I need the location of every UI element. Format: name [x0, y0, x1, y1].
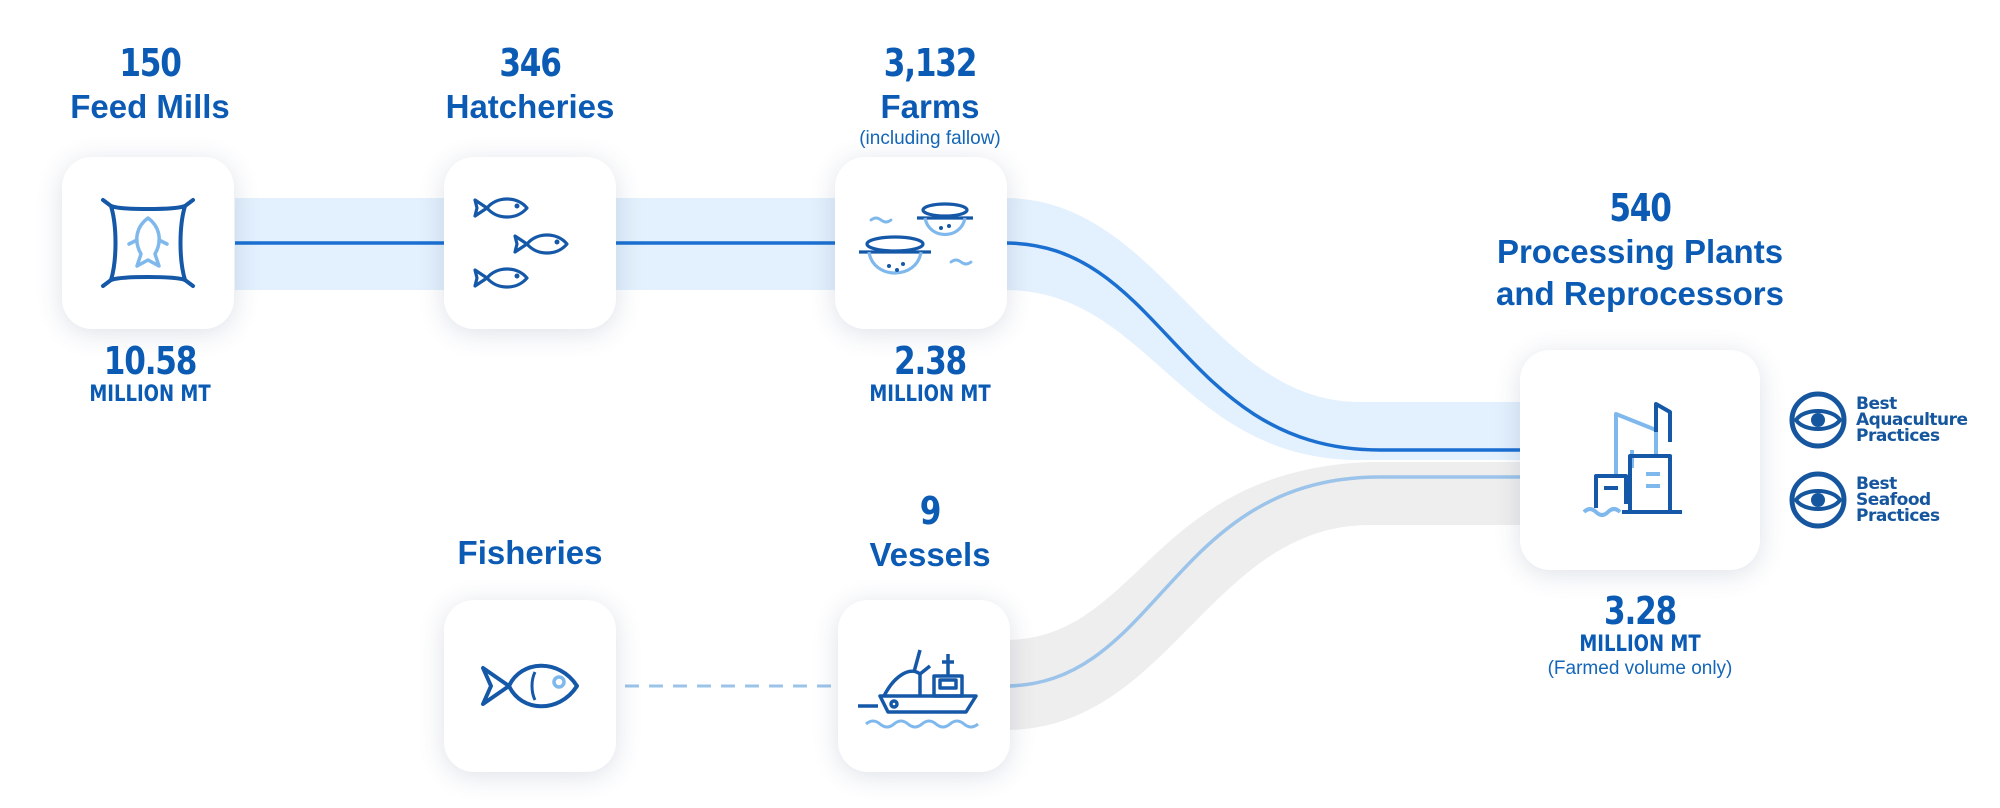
vessels-header: 9 Vessels	[820, 488, 1040, 576]
feed-mills-volume-value: 10.58	[103, 339, 198, 383]
vessels-card	[838, 600, 1010, 772]
farms-count: 3,132	[883, 41, 978, 85]
processing-header: 540 Processing Plants and Reprocessors	[1440, 185, 1840, 315]
bap-logo-text: Best Aquaculture Practices	[1856, 394, 1968, 446]
farms-note: (including fallow)	[859, 128, 1001, 149]
farms-header: 3,132 Farms (including fallow)	[820, 40, 1040, 150]
bsp-line3: Practices	[1856, 506, 1940, 526]
feed-mills-card	[62, 157, 234, 329]
bap-logo: Best Aquaculture Practices	[1788, 390, 1968, 450]
hatcheries-header: 346 Hatcheries	[420, 40, 640, 128]
bap-line2: Aquaculture	[1856, 410, 1968, 430]
hatcheries-count: 346	[499, 41, 562, 85]
feed-mills-volume-unit: MILLION MT	[89, 382, 211, 407]
fisheries-card	[444, 600, 616, 772]
wild-flow-line	[1004, 475, 1520, 688]
bap-line3: Practices	[1856, 426, 1940, 446]
bsp-logo-text: Best Seafood Practices	[1856, 474, 1940, 526]
bap-line1: Best	[1856, 394, 1897, 414]
farmed-flow-line	[235, 241, 1520, 452]
bsp-logo: Best Seafood Practices	[1788, 470, 1940, 530]
vessels-label: Vessels	[869, 536, 991, 573]
fisheries-label: Fisheries	[457, 534, 603, 571]
processing-volume-value: 3.28	[1604, 589, 1677, 633]
processing-label-line1: Processing Plants	[1496, 233, 1784, 270]
processing-volume: 3.28 MILLION MT (Farmed volume only)	[1540, 590, 1740, 680]
bsp-line2: Seafood	[1856, 490, 1931, 510]
hatcheries-label: Hatcheries	[445, 88, 615, 125]
vessels-count: 9	[919, 489, 942, 533]
feed-bag-icon	[101, 198, 195, 288]
farms-volume-unit: MILLION MT	[869, 382, 991, 407]
factory-icon	[1582, 402, 1682, 517]
farms-volume: 2.38 MILLION MT	[820, 340, 1040, 408]
processing-count: 540	[1609, 186, 1672, 230]
feed-mills-header: 150 Feed Mills	[50, 40, 250, 128]
bsp-line1: Best	[1856, 474, 1897, 494]
feed-mills-label: Feed Mills	[70, 88, 230, 125]
processing-card	[1520, 350, 1760, 570]
processing-volume-note: (Farmed volume only)	[1547, 658, 1733, 679]
fishing-vessel-icon	[858, 649, 979, 729]
bap-eye-icon	[1789, 391, 1847, 449]
net-pen-icon	[859, 202, 973, 275]
feed-mills-count: 150	[119, 41, 182, 85]
processing-volume-unit: MILLION MT	[1579, 632, 1701, 657]
fisheries-header: Fisheries	[420, 532, 640, 574]
feed-mills-volume: 10.58 MILLION MT	[50, 340, 250, 408]
hatcheries-card	[444, 157, 616, 329]
fish-icon	[481, 663, 579, 709]
farms-volume-value: 2.38	[894, 339, 967, 383]
wild-flow-band	[1005, 462, 1520, 730]
farms-card	[835, 157, 1007, 329]
processing-label-line2: and Reprocessors	[1496, 275, 1784, 312]
fish-school-icon	[473, 197, 569, 289]
bsp-eye-icon	[1789, 471, 1847, 529]
farms-label: Farms	[880, 88, 980, 125]
